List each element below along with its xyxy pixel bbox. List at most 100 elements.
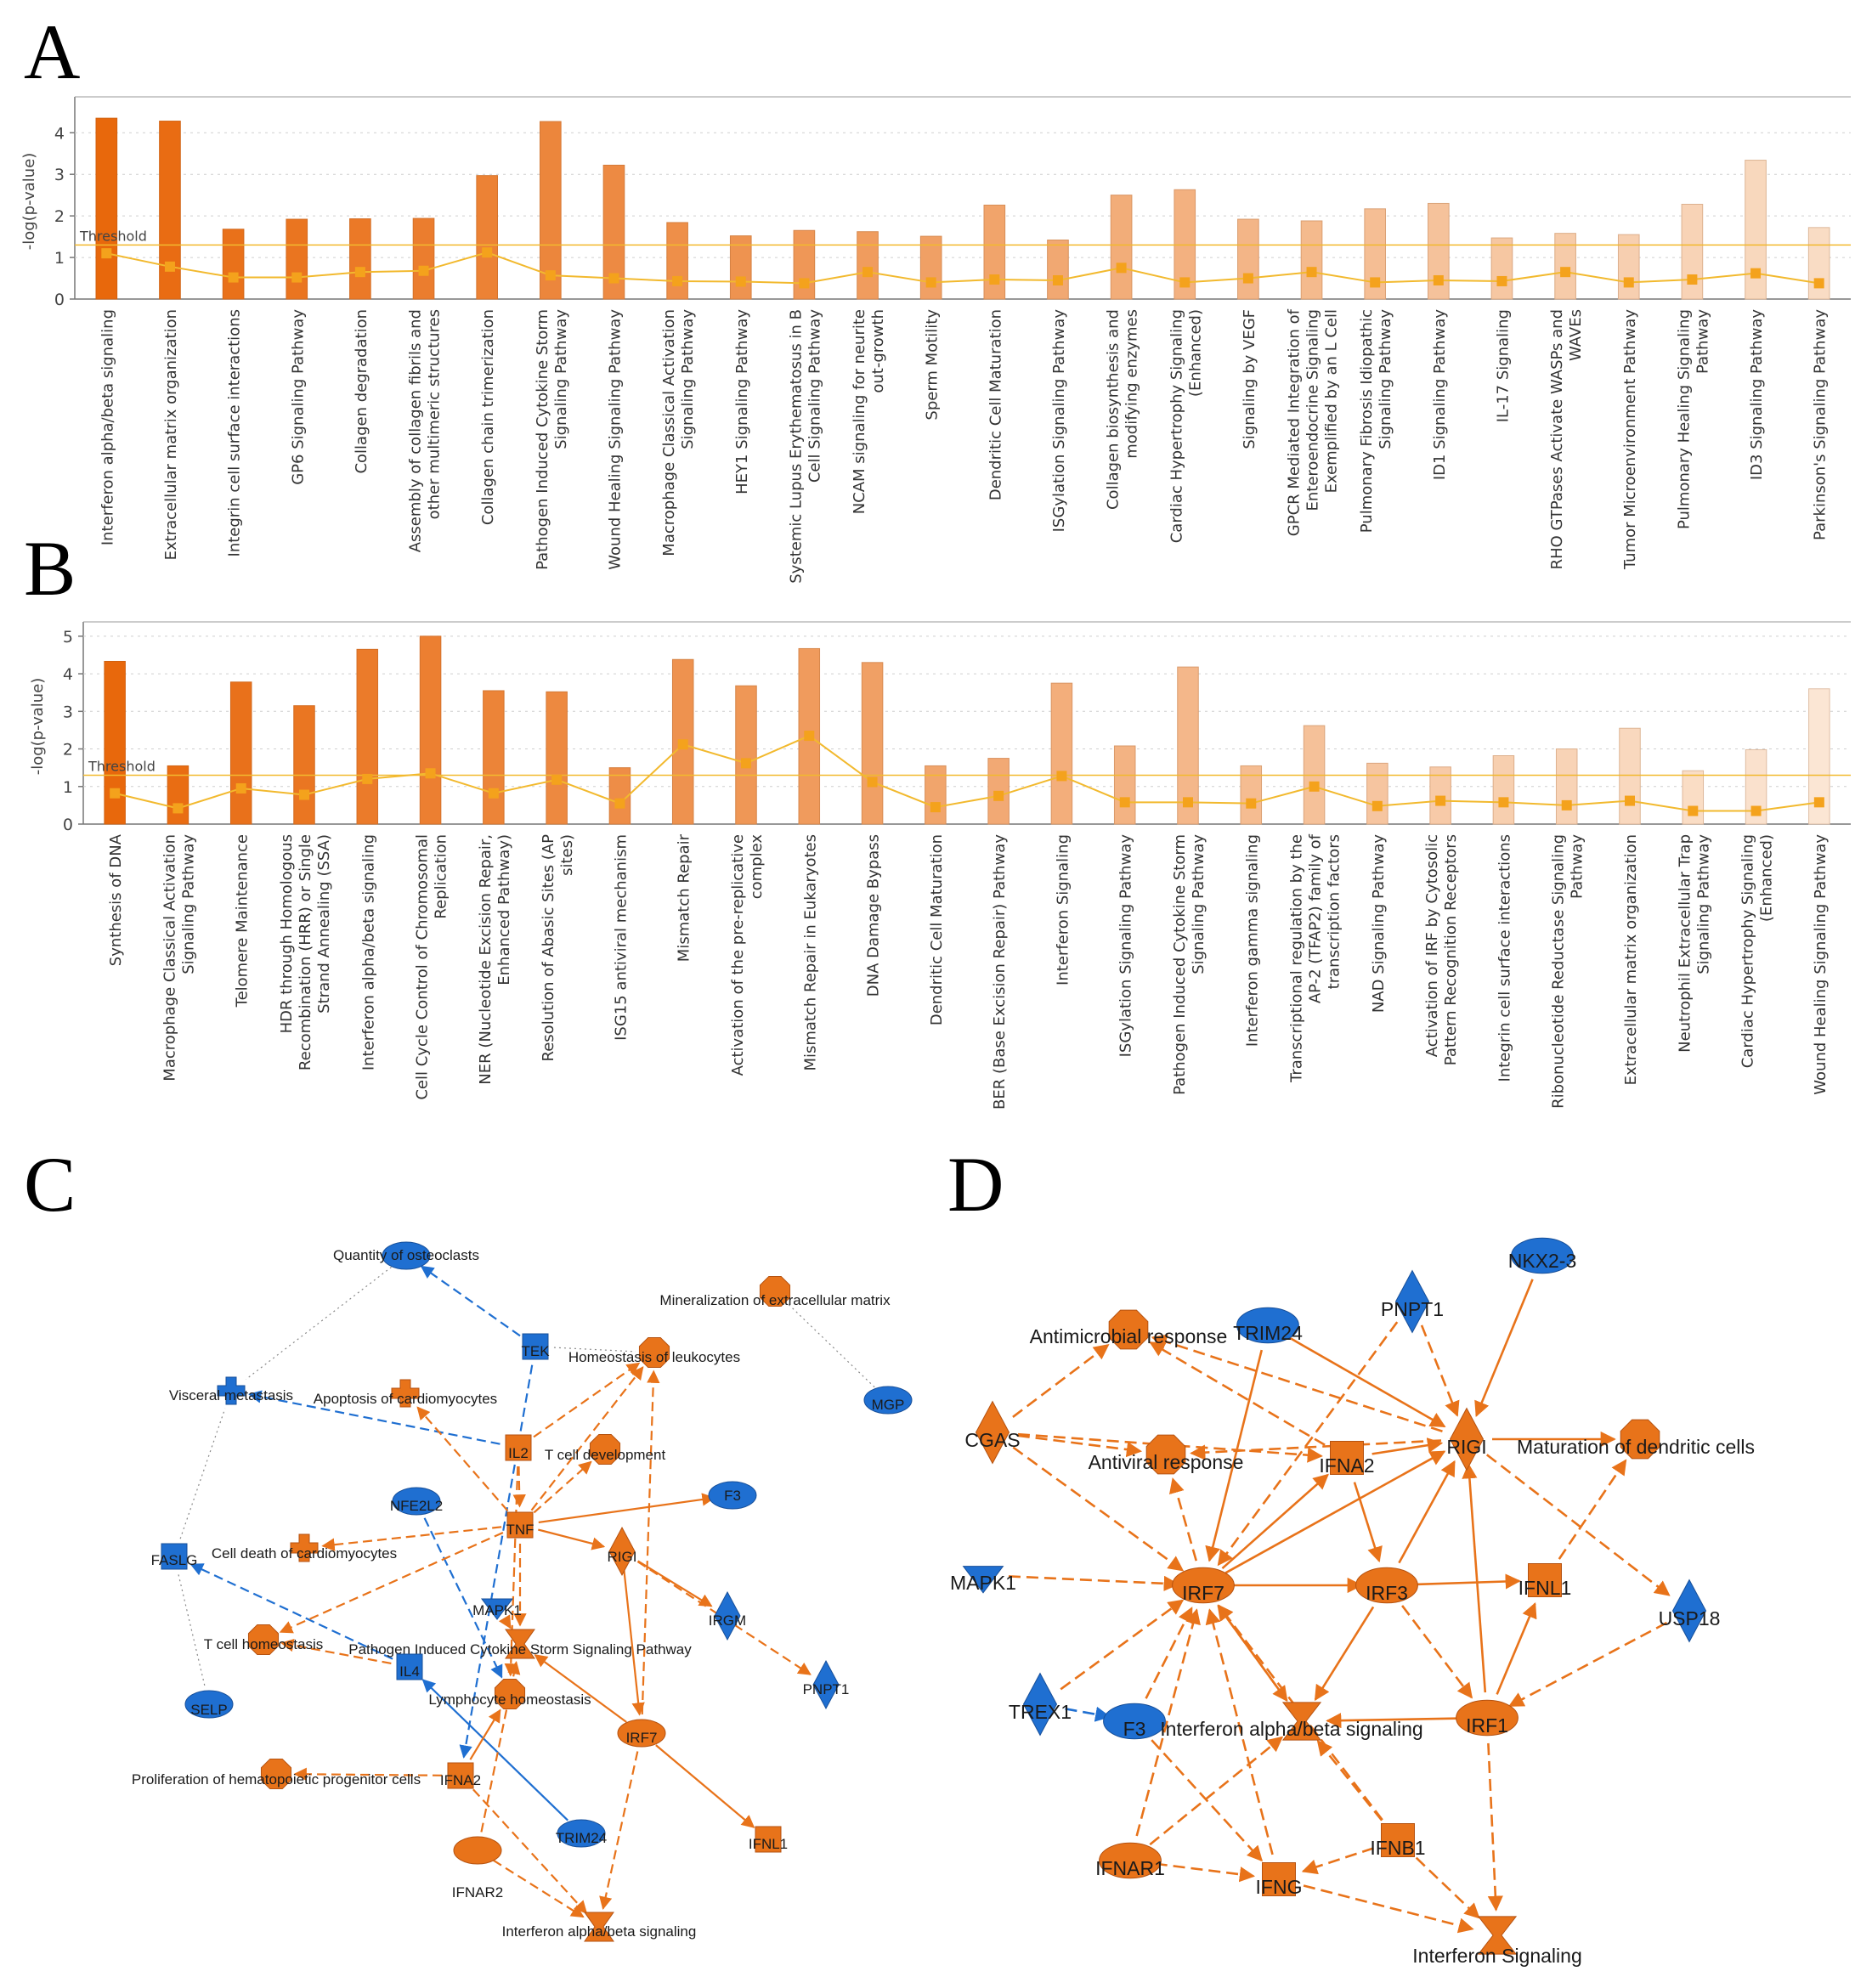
ratio-point xyxy=(1116,263,1127,274)
ratio-point xyxy=(291,272,303,283)
node-mapk1: MAPK1 xyxy=(950,1566,1016,1594)
ratio-point xyxy=(867,777,878,788)
node-shape-mgp xyxy=(863,1386,913,1415)
edge xyxy=(1205,1608,1274,1855)
category-label-line: Interferon alpha/beta signaling xyxy=(359,834,377,1070)
node-label-tnf: TNF xyxy=(506,1522,534,1538)
edge xyxy=(1485,1454,1671,1596)
category-label-line: Interferon alpha/beta signaling xyxy=(99,309,116,545)
node-shape-mineralization-ecm xyxy=(759,1275,791,1307)
bar xyxy=(793,229,816,300)
node-shape-nfe2l2 xyxy=(392,1487,441,1516)
node-cell-death-cardiomyocytes: Cell death of cardiomyocytes xyxy=(212,1533,397,1562)
node-shape-pnpt1 xyxy=(812,1659,840,1710)
category-label-line: ISG15 antiviral mechanism xyxy=(612,834,630,1041)
edge xyxy=(179,1408,226,1539)
ratio-point xyxy=(799,278,810,289)
ratio-point xyxy=(1498,797,1509,808)
edge xyxy=(279,1531,504,1634)
category-label-line: Pathway xyxy=(1694,309,1711,374)
y-axis-label: -log(p-value) xyxy=(29,678,47,776)
category-label-line: Cell Signaling Pathway xyxy=(806,309,823,483)
node-label-visceral-metastasis: Visceral metastasis xyxy=(169,1387,293,1403)
ratio-point xyxy=(172,803,184,814)
edge xyxy=(293,1767,443,1782)
bar xyxy=(919,235,942,300)
ratio-point xyxy=(164,261,175,272)
node-shape-f3 xyxy=(1103,1703,1166,1740)
node-shape-ifn-ab-signaling xyxy=(584,1912,614,1942)
node-shape-quantity-osteoclasts xyxy=(382,1241,431,1270)
node-lymphocyte-homeostasis: Lymphocyte homeostasis xyxy=(428,1678,591,1710)
node-shape-tek xyxy=(522,1333,549,1360)
node-shape-ifn-signaling xyxy=(1477,1916,1518,1955)
node-label-selp: SELP xyxy=(190,1702,227,1718)
edge xyxy=(1420,1324,1460,1417)
category-label-line: Signaling Pathway xyxy=(679,309,697,449)
category-label-line: Integrin cell surface interactions xyxy=(226,309,244,556)
bar xyxy=(1237,218,1259,300)
node-shape-ifng xyxy=(1262,1862,1296,1896)
ratio-point xyxy=(741,758,751,769)
edge xyxy=(469,1708,501,1760)
node-label-ircm: IRGM xyxy=(709,1612,746,1629)
category-label-line: Pathogen Induced Cytokine Storm xyxy=(534,309,551,570)
edge xyxy=(189,1563,393,1660)
node-ifna2: IFNA2 xyxy=(1319,1441,1375,1477)
category-label-line: NCAM signaling for neurite xyxy=(851,309,868,514)
edge xyxy=(538,1493,715,1524)
threshold-label: Threshold xyxy=(88,759,156,775)
ratio-point xyxy=(362,773,373,784)
node-label-cell-death-cardiomyocytes: Cell death of cardiomyocytes xyxy=(212,1545,397,1562)
node-shape-ifnb1 xyxy=(1381,1823,1415,1857)
node-il4: IL4 xyxy=(396,1653,423,1680)
category-label-line: NAD Signaling Pathway xyxy=(1370,834,1388,1014)
node-label-ifnl1: IFNL1 xyxy=(1519,1577,1572,1599)
node-label-mapk1: MAPK1 xyxy=(472,1602,522,1618)
edge xyxy=(1149,1736,1284,1846)
bar xyxy=(983,204,1006,300)
node-mineralization-ecm: Mineralization of extracellular matrix xyxy=(659,1275,891,1308)
category-label: Wound Healing Signaling Pathway xyxy=(606,309,624,570)
ratio-point xyxy=(488,788,499,799)
edge xyxy=(1149,1341,1326,1446)
node-shape-pnpt1 xyxy=(1394,1269,1430,1334)
bar xyxy=(540,121,562,300)
ratio-point xyxy=(235,782,246,794)
category-label-line: Tumor Microenvironment Pathway xyxy=(1621,309,1639,570)
edge xyxy=(1224,1450,1446,1574)
node-ircm: IRGM xyxy=(709,1590,746,1641)
node-label-f3: F3 xyxy=(724,1488,741,1504)
bar xyxy=(286,218,308,300)
ratio-point xyxy=(1750,268,1762,279)
node-shape-irf7 xyxy=(617,1719,666,1748)
edge xyxy=(1301,1847,1374,1875)
edge xyxy=(1411,1573,1521,1590)
category-label-line: Enhanced Pathway) xyxy=(495,834,513,986)
edge xyxy=(416,1406,509,1512)
bar xyxy=(419,635,442,825)
y-tick-label: 4 xyxy=(54,124,65,143)
category-label: HEY1 Signaling Pathway xyxy=(733,309,751,494)
edge xyxy=(1190,1439,1442,1460)
category-label: Telomere Maintenance xyxy=(234,834,252,1008)
node-label-quantity-osteoclasts: Quantity of osteoclasts xyxy=(333,1247,479,1263)
y-tick-label: 1 xyxy=(54,249,65,268)
node-tcell-development: T cell development xyxy=(545,1433,665,1466)
node-label-antimicrobial: Antimicrobial response xyxy=(1030,1325,1228,1347)
node-label-pnpt1: PNPT1 xyxy=(1381,1298,1444,1320)
node-pnpt1: PNPT1 xyxy=(803,1659,849,1710)
ratio-point xyxy=(1056,771,1067,782)
node-label-rigi: RIGI xyxy=(608,1549,637,1565)
category-label: Interferon alpha/beta signaling xyxy=(359,834,377,1070)
node-shape-maturation-dc xyxy=(1620,1419,1660,1460)
category-label-line: Cardiac Hypertrophy Signaling xyxy=(1739,834,1757,1068)
bar xyxy=(735,685,757,825)
category-label-line: Replication xyxy=(433,834,450,919)
